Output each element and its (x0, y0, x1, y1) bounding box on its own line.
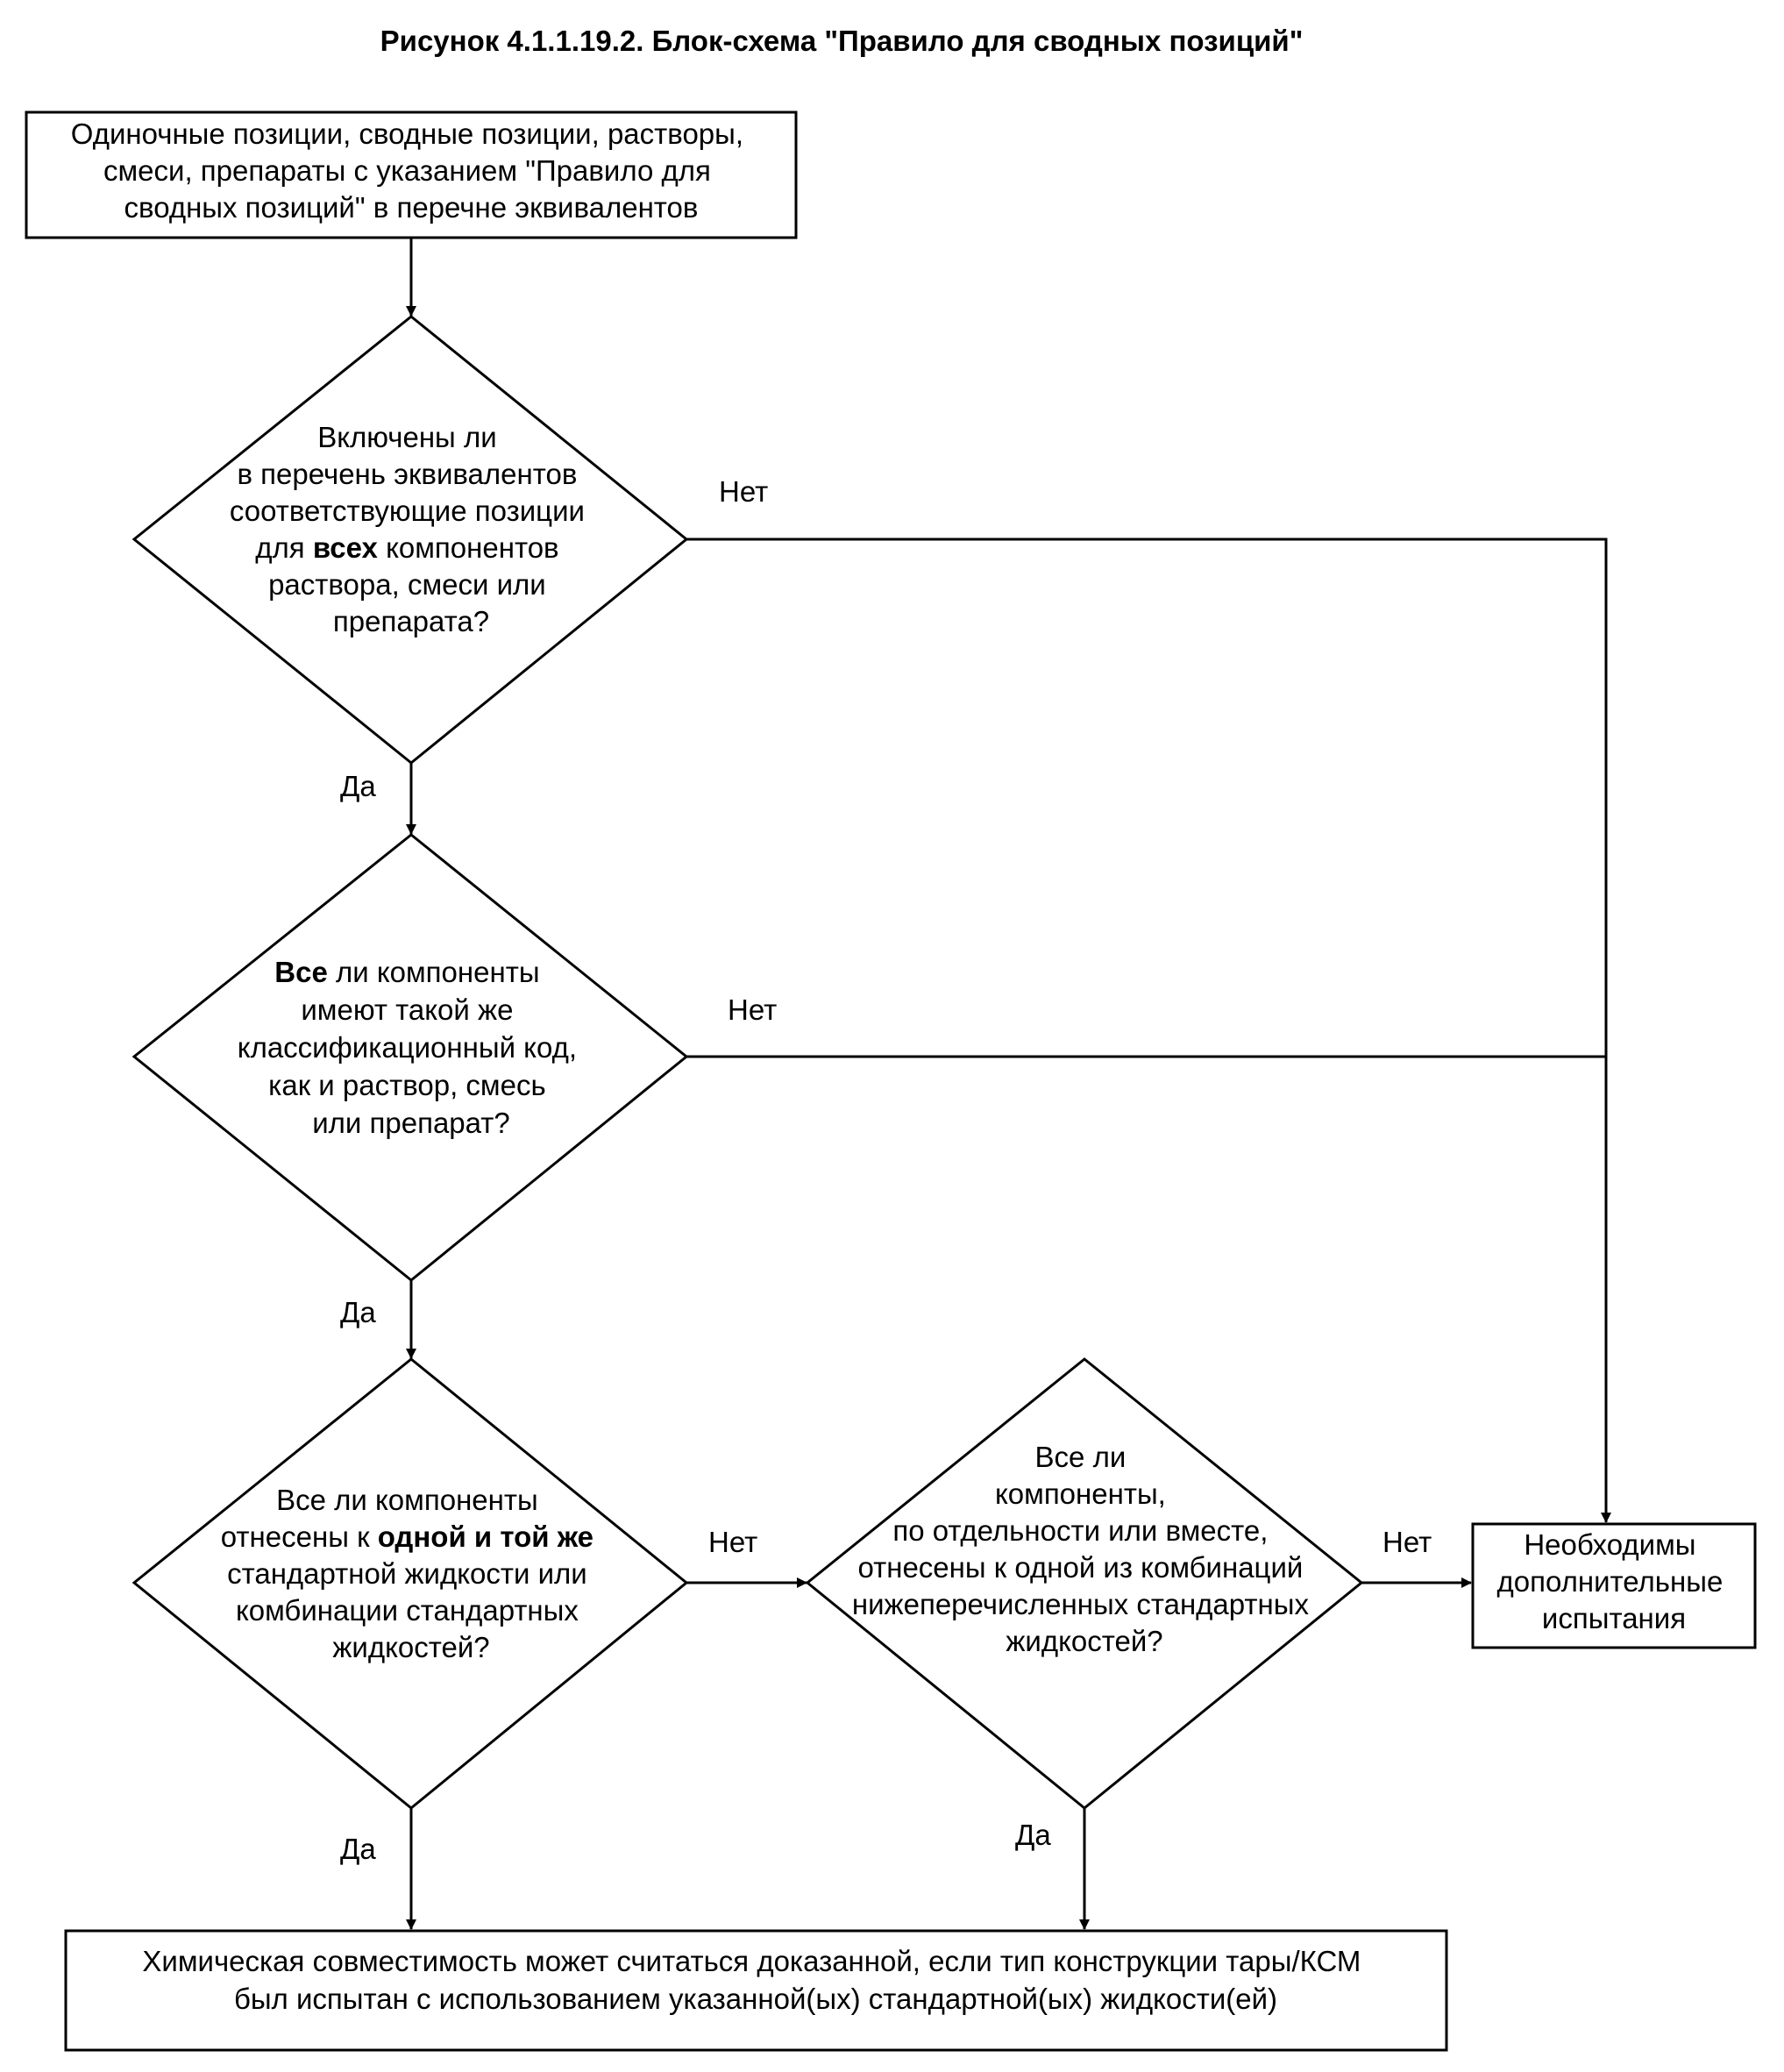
q3-line-1: Все ли компоненты (276, 1484, 538, 1516)
q4-line-1: Все ли (1035, 1441, 1127, 1473)
q1-line-4-bold: всех (313, 531, 379, 564)
q1-line-2: в перечень эквивалентов (237, 458, 577, 490)
start-box-text: Одиночные позиции, сводные позиции, раст… (71, 117, 751, 224)
start-line-1: Одиночные позиции, сводные позиции, раст… (71, 117, 743, 150)
q1-line-3: соответствующие позиции (230, 495, 585, 527)
q3-yes-label: Да (340, 1833, 376, 1865)
q4-line-4: отнесены к одной из комбинаций (857, 1551, 1303, 1584)
q2-yes-label: Да (340, 1296, 376, 1328)
q2-line-1-bold: Все (274, 956, 328, 988)
result-line-2: был испытан с использованием указанной(ы… (234, 1983, 1277, 2015)
q1-line-4: для всех компонентов (255, 531, 558, 564)
q3-no-label: Нет (708, 1526, 757, 1558)
q3-line-4: комбинации стандартных (236, 1594, 579, 1627)
q1-line-6: препарата? (333, 605, 489, 637)
result-box-text: Химическая совместимость может считаться… (142, 1945, 1368, 2015)
q2-line-4: как и раствор, смесь (268, 1069, 545, 1101)
q4-line-3: по отдельности или вместе, (892, 1514, 1268, 1547)
q3-line-2: отнесены к одной и той же (221, 1520, 593, 1553)
q3-line-5: жидкостей? (332, 1631, 489, 1663)
q1-line-4-pre: для (255, 531, 313, 564)
q4-line-5: нижеперечисленных стандартных (852, 1588, 1310, 1620)
result-line-1: Химическая совместимость может считаться… (142, 1945, 1361, 1977)
additional-tests-text: Необходимы дополнительные испытания (1497, 1528, 1731, 1634)
q1-line-4-post: компонентов (378, 531, 559, 564)
q4-no-label: Нет (1382, 1526, 1432, 1558)
q3-line-3: стандартной жидкости или (227, 1557, 587, 1590)
start-line-2: смеси, препараты с указанием "Правило дл… (103, 154, 711, 187)
q2-line-5: или препарат? (312, 1107, 510, 1139)
q3-line-2-pre: отнесены к (221, 1520, 378, 1553)
decision-4 (805, 1357, 1364, 1810)
figure-title: Рисунок 4.1.1.19.2. Блок-схема "Правило … (380, 25, 1304, 57)
start-box (25, 110, 798, 239)
start-line-3: сводных позиций" в перечне эквивалентов (124, 191, 699, 224)
q2-line-1-post: ли компоненты (328, 956, 540, 988)
q2-line-1: Все ли компоненты (274, 956, 539, 988)
edge-q1-no (686, 538, 1608, 1056)
decision-4-text: Все ли компоненты, по отдельности или вм… (852, 1441, 1317, 1657)
q4-line-6: жидкостей? (1006, 1625, 1162, 1657)
result-box (64, 1929, 1448, 2052)
q4-line-2: компоненты, (995, 1477, 1166, 1510)
additional-tests-box (1471, 1522, 1757, 1649)
tests-line-3: испытания (1542, 1602, 1686, 1634)
q1-line-5: раствора, смеси или (268, 568, 546, 601)
decision-3-text: Все ли компоненты отнесены к одной и той… (221, 1484, 601, 1663)
q1-no-label: Нет (719, 475, 768, 508)
decision-2-text: Все ли компоненты имеют такой же классиф… (238, 956, 585, 1139)
q1-yes-label: Да (340, 770, 376, 802)
tests-line-1: Необходимы (1524, 1528, 1695, 1561)
tests-line-2: дополнительные (1497, 1565, 1724, 1598)
q2-line-3: классификационный код, (238, 1031, 577, 1064)
q4-yes-label: Да (1015, 1819, 1051, 1851)
q2-no-label: Нет (728, 993, 777, 1026)
q2-line-2: имеют такой же (301, 993, 513, 1026)
q1-line-1: Включены ли (317, 421, 496, 453)
decision-1-text: Включены ли в перечень эквивалентов соот… (230, 421, 593, 637)
q3-line-2-bold: одной и той же (378, 1520, 593, 1553)
